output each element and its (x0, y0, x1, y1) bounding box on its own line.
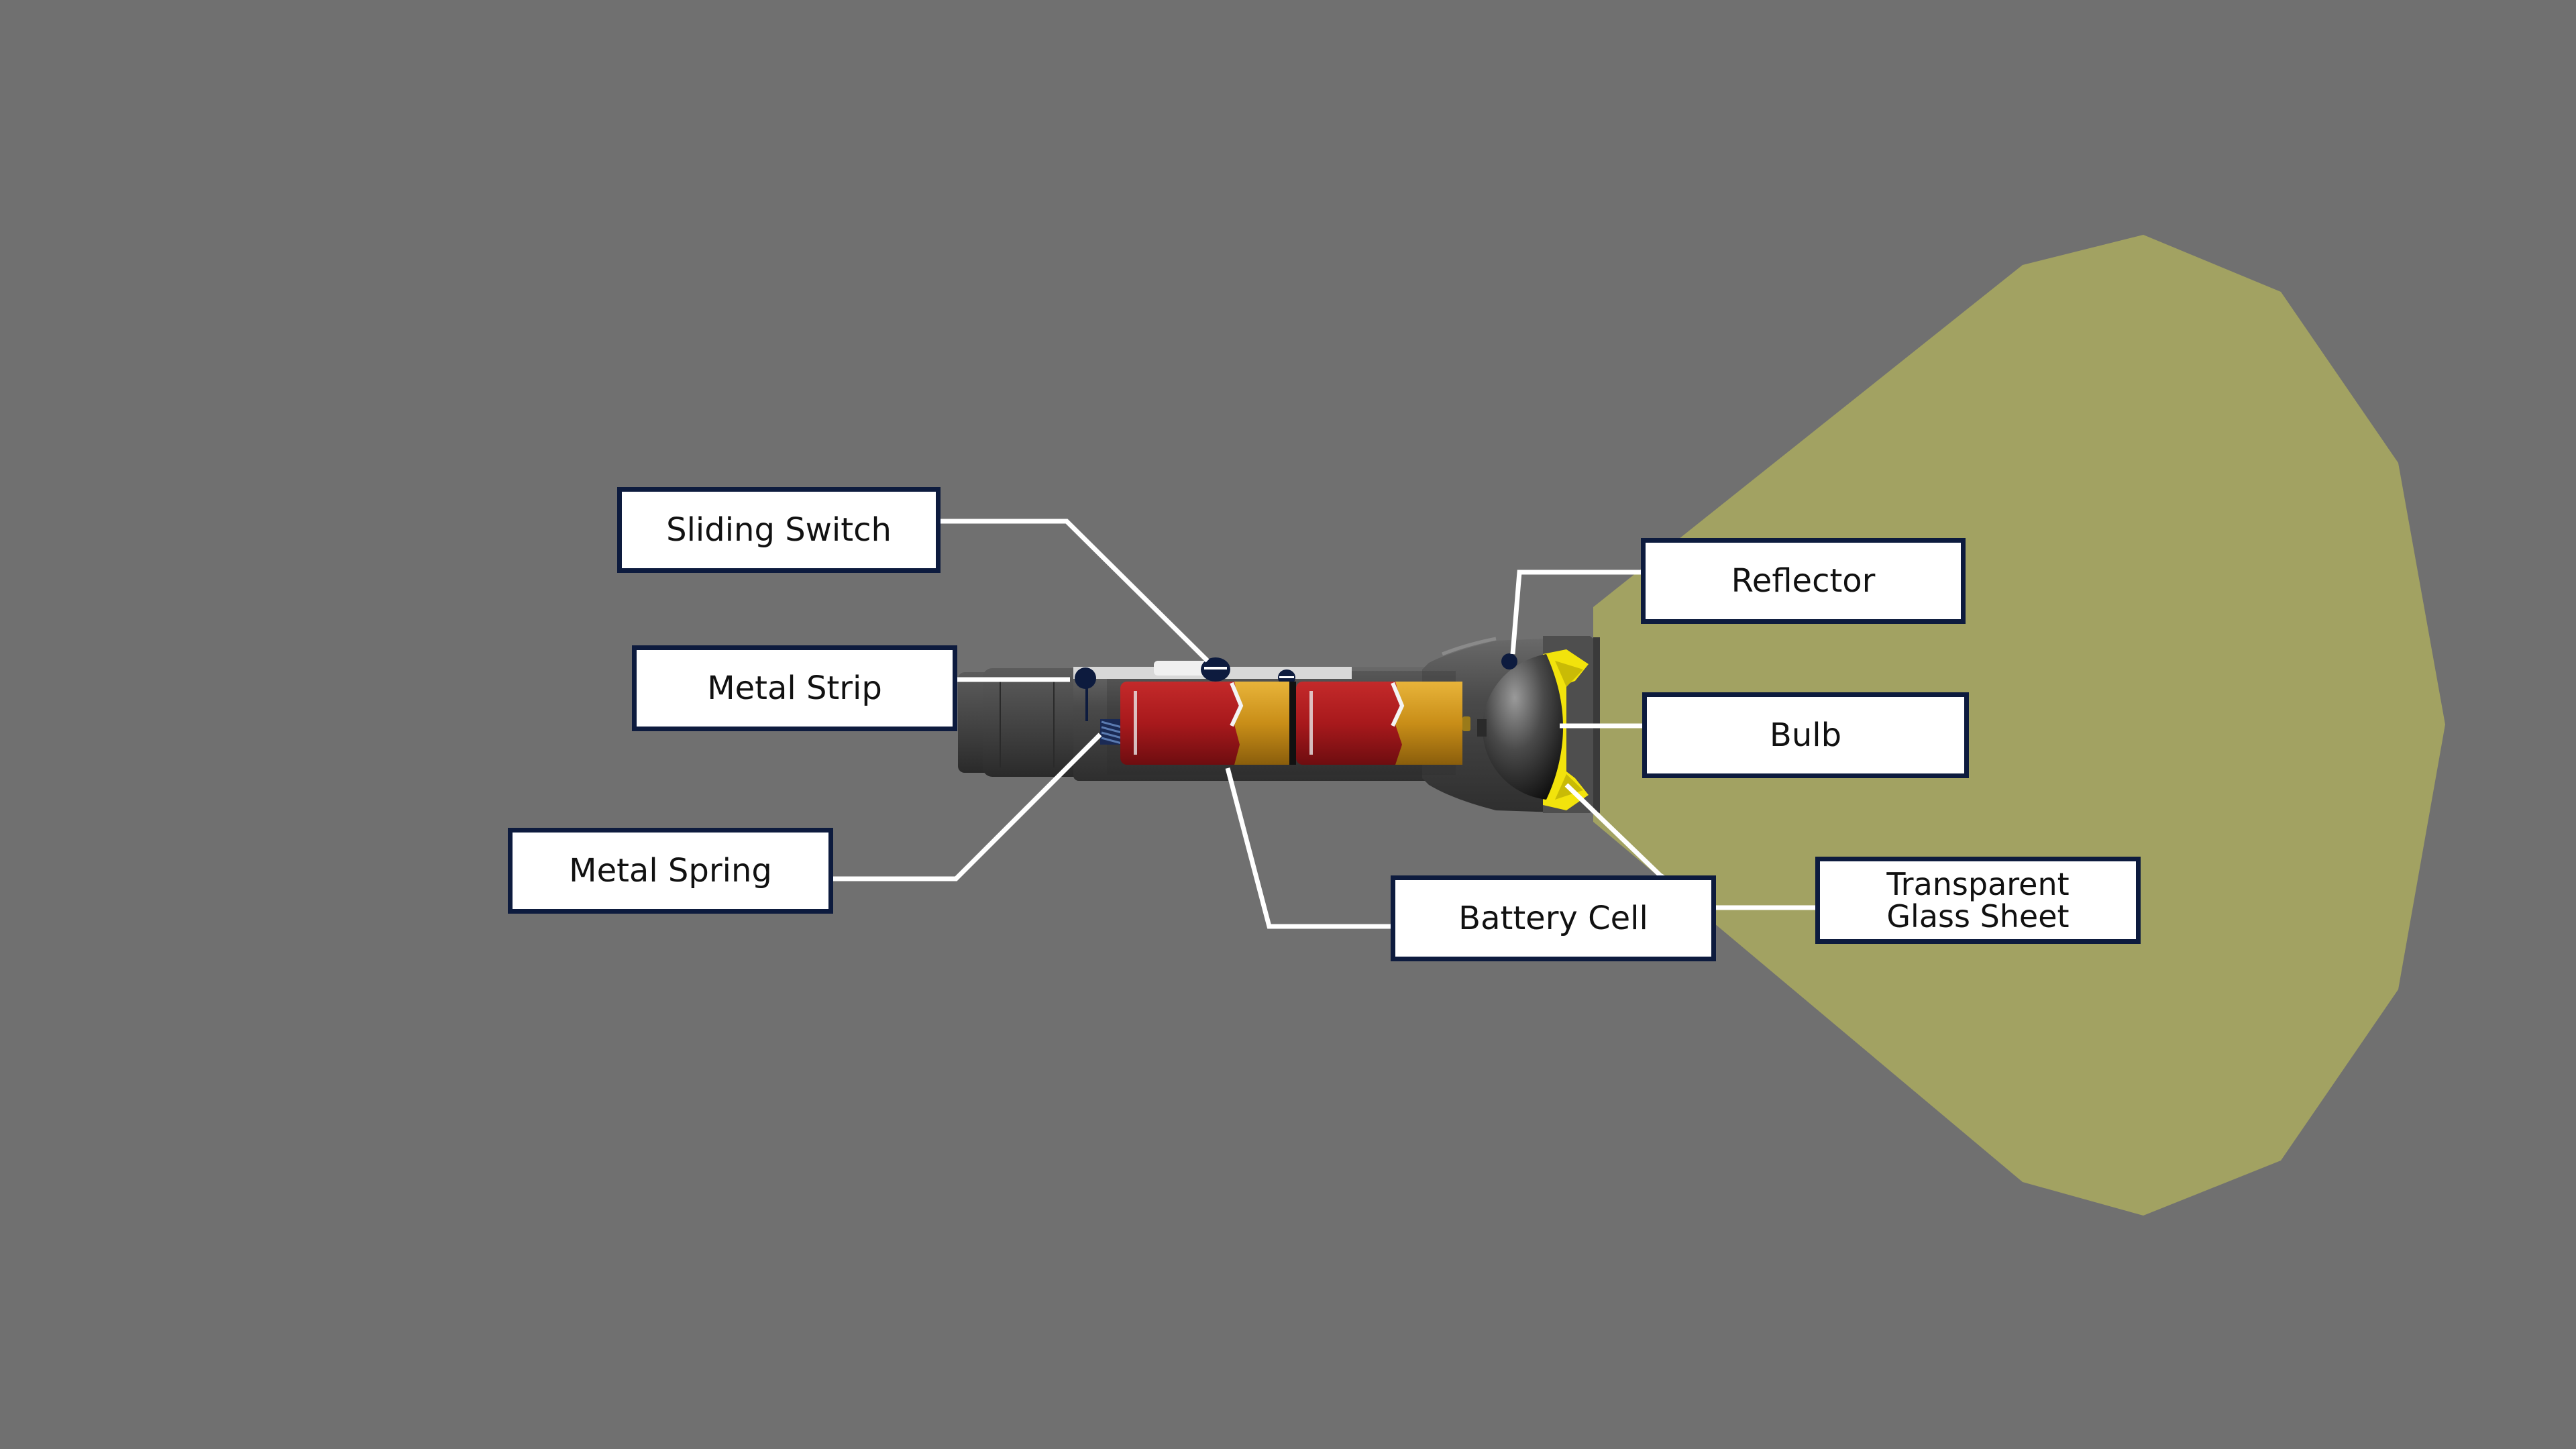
leader-lines (832, 519, 1817, 929)
label-battery-cell: Battery Cell (1391, 875, 1716, 961)
sliding-switch (1154, 657, 1295, 686)
label-transparent-glass-sheet: Transparent Glass Sheet (1815, 857, 2141, 944)
bulb (1477, 653, 1563, 800)
leader-line-reflector (1510, 570, 1642, 655)
leader-line-metal-spring (832, 733, 1102, 881)
label-bulb: Bulb (1642, 692, 1969, 778)
leader-line-sliding-switch (939, 519, 1210, 663)
light-beam (1593, 235, 2445, 1216)
label-metal-spring: Metal Spring (508, 828, 833, 914)
metal-spring (1100, 719, 1123, 745)
label-sliding-switch: Sliding Switch (617, 487, 941, 573)
label-reflector: Reflector (1641, 538, 1966, 624)
label-metal-strip: Metal Strip (632, 645, 957, 731)
battery-cells (1120, 682, 1470, 765)
leader-line-battery-cell (1225, 767, 1392, 929)
